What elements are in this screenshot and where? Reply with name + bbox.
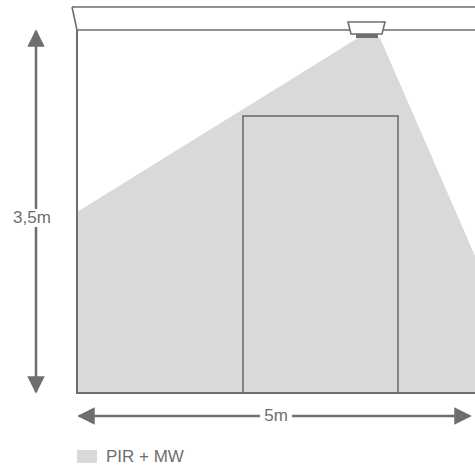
width-dimension: 5m	[260, 407, 292, 426]
door	[243, 116, 398, 393]
height-dimension: 3,5m	[9, 209, 55, 228]
legend-swatch	[77, 450, 97, 463]
detection-zone	[77, 38, 475, 393]
room-wall	[77, 30, 475, 393]
sensor-lens	[356, 34, 378, 38]
legend-text: PIR + MW	[106, 448, 184, 467]
sensor	[348, 22, 385, 34]
ceiling	[72, 7, 475, 30]
